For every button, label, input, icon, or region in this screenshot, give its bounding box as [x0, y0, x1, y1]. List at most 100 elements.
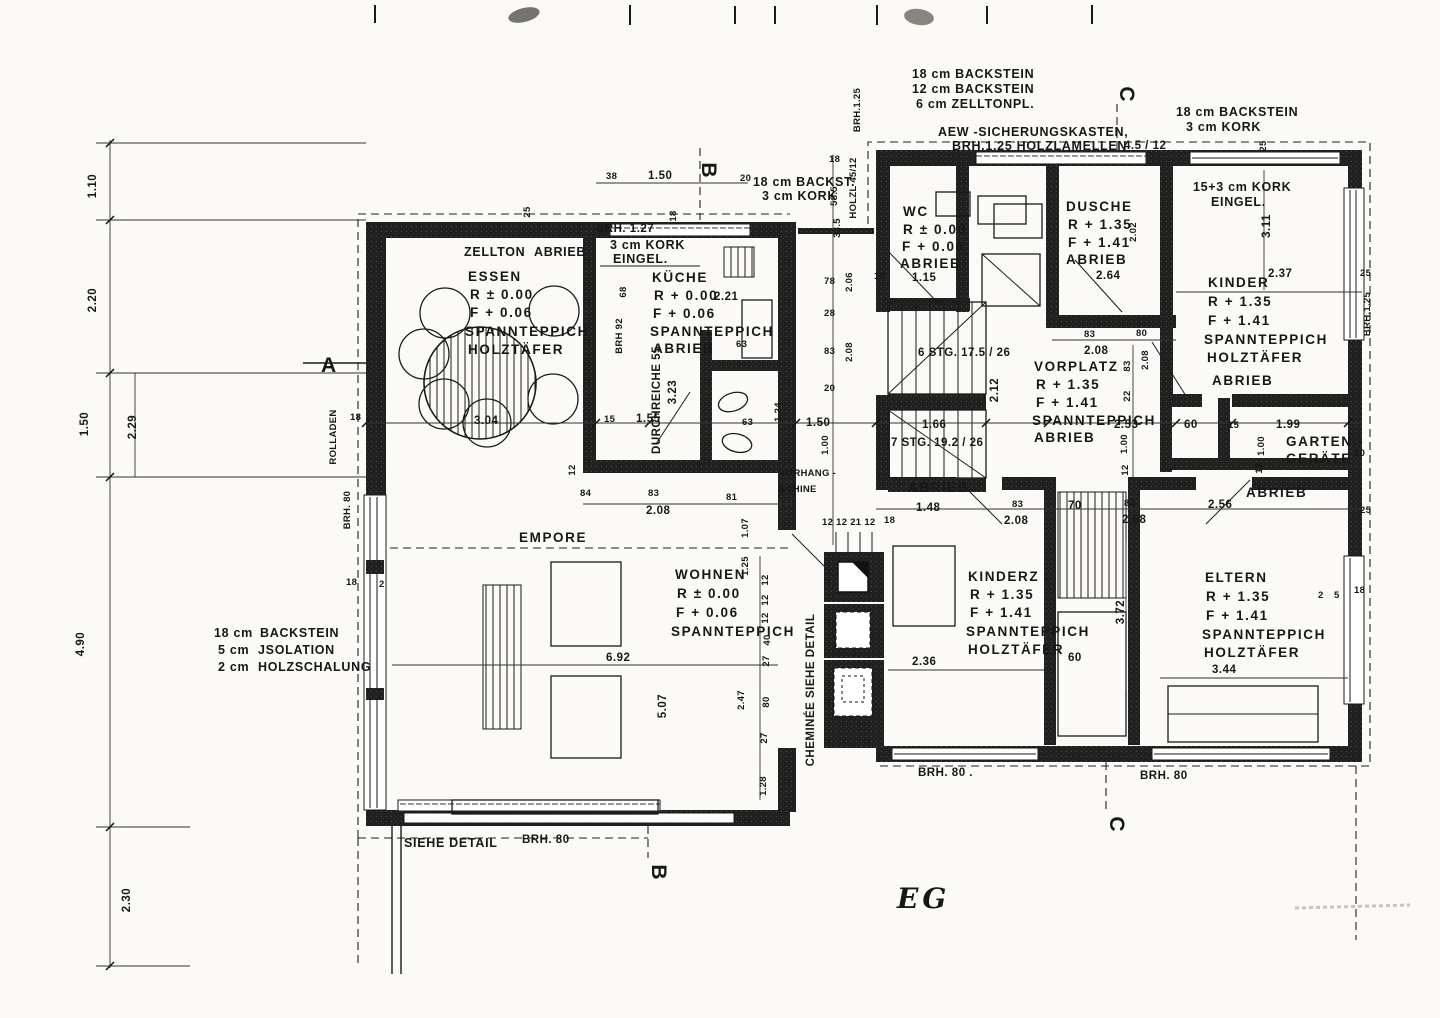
dimension: 2.20 — [87, 288, 99, 312]
dimension: 1.25 — [740, 556, 751, 576]
dimension: BRH. 80 — [1140, 770, 1188, 782]
room-label: R ± 0.00 — [470, 287, 534, 302]
room-label: ABRIEB — [908, 480, 969, 495]
stairs-label: 6 STG. 17.5 / 26 — [918, 347, 1010, 359]
dimension: 1.10 — [87, 174, 99, 198]
dimension: 10 — [1354, 448, 1365, 459]
furniture — [398, 191, 1319, 815]
shelf — [482, 584, 522, 730]
dimension: 20 — [824, 383, 835, 394]
room-label: F + 1.41 — [970, 605, 1033, 620]
material-note: 18 cm BACKST. — [753, 175, 855, 189]
material-note: 6 cm ZELLTONPL. — [916, 97, 1034, 111]
scan-artifacts — [374, 5, 1411, 910]
fireplace-note: CHEMINÉE SIEHE DETAIL — [804, 614, 817, 767]
room-label: R ± 0.00 — [677, 586, 741, 601]
dimension: 1.55 — [636, 413, 660, 425]
room-label: VORPLATZ — [1034, 359, 1119, 374]
dimension: 25 — [1360, 268, 1372, 279]
dimension: 83 — [648, 488, 659, 499]
material-note: 2 cm — [218, 660, 249, 674]
dimension: 2.08 — [1122, 514, 1146, 526]
room-label: KINDER — [1208, 275, 1269, 290]
material-note: ZELLTON — [464, 245, 525, 259]
dimension: 1.28 — [758, 776, 769, 796]
room-label: WC — [903, 204, 929, 219]
dimension: 1.00 — [1256, 436, 1267, 456]
material-note: BACKSTEIN — [260, 626, 339, 640]
faint-smudge — [1294, 903, 1411, 910]
dimension: 18 — [884, 515, 895, 526]
dimension: 15 — [604, 414, 616, 425]
kitchen-appliance — [741, 299, 773, 359]
dimension: 80 — [1136, 328, 1147, 339]
dimension: 12 — [760, 612, 771, 623]
room-label: F + 1.41 — [1206, 608, 1269, 623]
pass-through-label: DURCHREICHE 55 — [651, 346, 663, 454]
material-note: 12 cm BACKSTEIN — [912, 82, 1034, 96]
room-label: HOLZTÄFER — [1207, 350, 1303, 365]
room-label: KINDERZ . — [968, 569, 1050, 584]
dimension: 2 — [1318, 590, 1324, 601]
room-label: R ± 0.00 — [903, 222, 967, 237]
room-label: HOLZTÄFER — [1204, 645, 1300, 660]
dimension: 22 — [1122, 390, 1133, 401]
dimension: 18 — [346, 577, 357, 588]
dimension: 1.50 — [79, 412, 91, 436]
dimension: 6.92 — [606, 652, 630, 664]
dimension: 2.29 — [127, 415, 139, 439]
room-label: SPANNTEPPICH — [1204, 332, 1328, 347]
staircase — [835, 301, 987, 562]
dimension-lines — [96, 138, 1362, 971]
dimension: 18 — [874, 271, 885, 282]
material-note: EINGEL. — [1211, 195, 1266, 209]
dimension: 4.5 / 12 — [1124, 140, 1166, 152]
room-label: SPANNTEPPICH — [1202, 627, 1326, 642]
dimension: 1.00 — [1119, 434, 1130, 454]
room-label: DUSCHE — [1066, 199, 1133, 214]
dimension: 12 — [1120, 464, 1131, 475]
sink — [721, 432, 753, 454]
material-note: BRH.1.25 HOLZLAMELLEN — [952, 139, 1127, 153]
dimension: 2.53 — [1114, 419, 1138, 431]
dimension: 3.04 — [474, 415, 498, 427]
room-label: GERÄTE — [1286, 451, 1352, 466]
room-label: F + 0.06 — [676, 605, 739, 620]
dimension: 78 — [824, 276, 835, 287]
sofa — [550, 675, 622, 759]
dimension: 15 — [1228, 420, 1240, 431]
sofa — [550, 561, 622, 647]
room-label: WOHNEN — [675, 567, 746, 582]
room-label: R + 1.35 — [1068, 217, 1132, 232]
room-label: F + 1.41 — [1036, 395, 1099, 410]
material-note: 3 cm KORK — [1186, 120, 1261, 134]
material-note: 18 cm BACKSTEIN — [912, 67, 1034, 81]
dimension: 3.11 — [1261, 214, 1273, 238]
material-note: 3 cm KORK — [762, 189, 837, 203]
bath-fixture — [993, 203, 1043, 239]
room-label: ESSEN — [468, 269, 522, 284]
section-marker: B — [647, 864, 670, 879]
dimension: 18 — [668, 210, 679, 221]
dimension: 25 — [1258, 140, 1269, 152]
room-label: F + 0.06 — [470, 305, 533, 320]
dimension: 1.50 — [648, 170, 672, 182]
room-label: F + 1.41 — [1208, 313, 1271, 328]
room-label: ABRIEB — [1066, 252, 1127, 267]
bed — [892, 545, 956, 627]
dimension: 83 — [1012, 499, 1023, 510]
room-label: R + 1.35 — [1208, 294, 1272, 309]
dimension: BRH. 1.27 — [596, 223, 654, 235]
dimension: 5 — [1334, 590, 1340, 601]
room-label: R + 1.35 — [1206, 589, 1270, 604]
wc-sink — [935, 191, 971, 217]
room-label: GARTEN - — [1286, 434, 1364, 449]
section-marker: B — [697, 162, 720, 177]
dashed-outlines — [303, 104, 1371, 974]
dimension: 12 — [760, 594, 771, 605]
sideboard — [451, 799, 659, 815]
dimension: 68 — [618, 286, 629, 297]
dimension: 2.64 — [1096, 270, 1120, 282]
